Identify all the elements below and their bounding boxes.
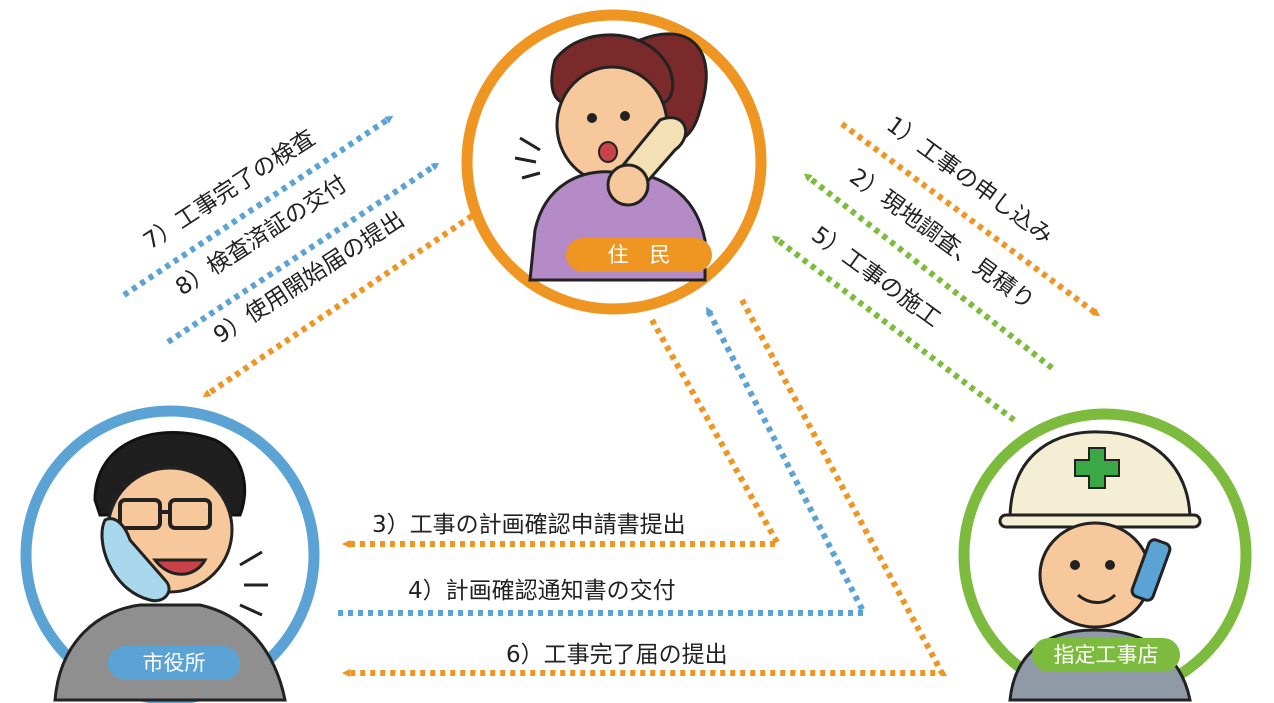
city-node: 市役所: [20, 405, 320, 703]
arrow-step-2: [803, 173, 1054, 371]
step-2-label: 2）現地調査、見積り: [844, 164, 1039, 315]
arrow-step-9: [202, 213, 474, 398]
arrow-step-1: [840, 121, 1101, 317]
resident-badge: [566, 238, 712, 272]
resident-node: 住 民: [461, 9, 767, 315]
step-3-label: 3）工事の計画確認申請書提出: [372, 512, 686, 538]
step-6-label: 6）工事完了届の提出: [506, 642, 728, 668]
arrow-step-5: [771, 235, 1016, 423]
arrow-step-4: [338, 306, 869, 616]
arrow-step-3: [342, 318, 784, 548]
contractor-badge: [1032, 638, 1180, 672]
resident-label: 住 民: [608, 243, 671, 267]
contractor-label: 指定工事店: [1054, 643, 1159, 667]
step-7-label: 7）工事完了の検査: [139, 125, 320, 255]
arrow-step-7: [122, 115, 394, 298]
flow-arrows: [122, 115, 1101, 677]
contractor-node: 指定工事店: [958, 408, 1252, 702]
step-4-label: 4）計画確認通知書の交付: [408, 578, 676, 604]
city-label: 市役所: [143, 651, 206, 675]
arrow-step-8: [166, 162, 440, 345]
arrow-step-6: [342, 298, 948, 677]
city-badge: [108, 646, 240, 680]
